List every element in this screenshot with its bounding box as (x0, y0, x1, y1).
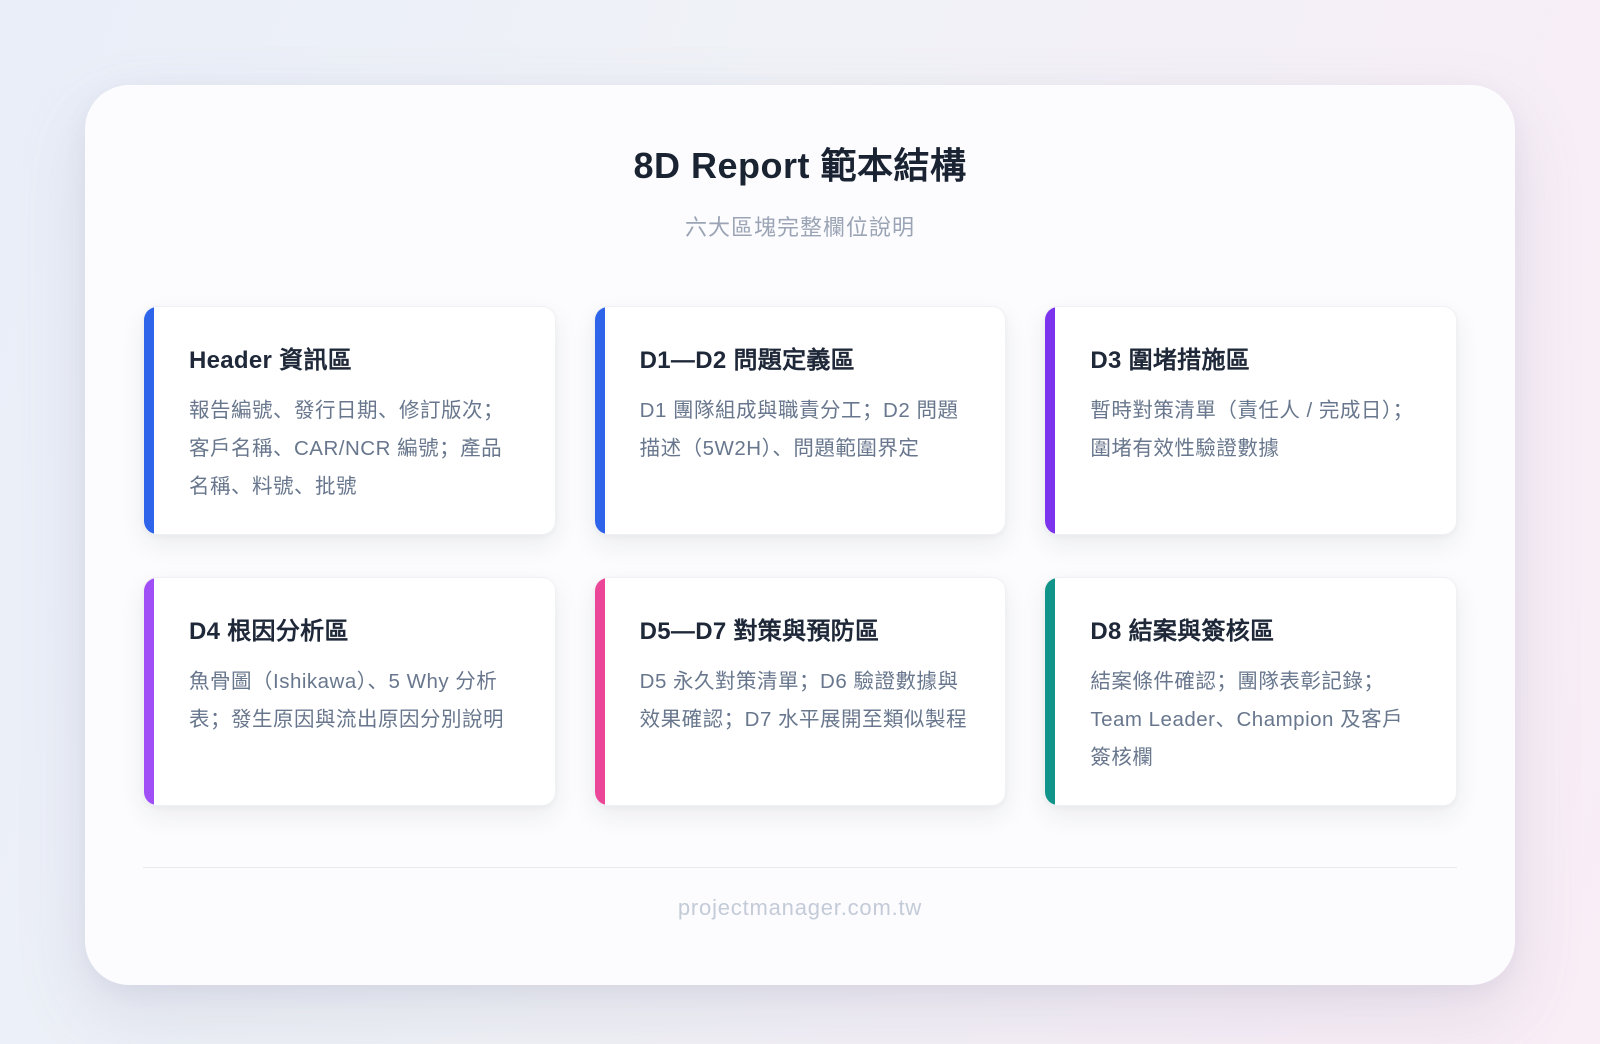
card-d4: D4 根因分析區 魚骨圖（Ishikawa）、5 Why 分析表；發生原因與流出… (143, 577, 556, 806)
card-header-info: Header 資訊區 報告編號、發行日期、修訂版次；客戶名稱、CAR/NCR 編… (143, 306, 556, 535)
card-body: D5 永久對策清單；D6 驗證數據與效果確認；D7 水平展開至類似製程 (639, 670, 968, 731)
card-body: 暫時對策清單（責任人 / 完成日）；圍堵有效性驗證數據 (1090, 399, 1414, 460)
page-subtitle: 六大區塊完整欄位說明 (684, 215, 915, 240)
footer-site-url: projectmanager.com.tw (677, 895, 923, 920)
card-title: D5—D7 對策與預防區 (639, 618, 880, 645)
accent-bar (1045, 578, 1056, 805)
accent-bar (144, 578, 154, 805)
card-d8: D8 結案與簽核區 結案條件確認；團隊表彰記錄；Team Leader、Cham… (1044, 577, 1457, 806)
accent-bar (594, 307, 605, 534)
footer-divider (143, 867, 1457, 868)
card-d1-d2: D1—D2 問題定義區 D1 團隊組成與職責分工；D2 問題描述（5W2H）、問… (593, 306, 1007, 535)
card-body: D1 團隊組成與職責分工；D2 問題描述（5W2H）、問題範圍界定 (639, 399, 959, 460)
accent-bar (594, 578, 605, 805)
card-body: 結案條件確認；團隊表彰記錄；Team Leader、Champion 及客戶簽核… (1090, 670, 1404, 769)
card-body: 魚骨圖（Ishikawa）、5 Why 分析表；發生原因與流出原因分別說明 (189, 670, 504, 731)
cards-grid: Header 資訊區 報告編號、發行日期、修訂版次；客戶名稱、CAR/NCR 編… (143, 306, 1457, 806)
card-title: D8 結案與簽核區 (1090, 618, 1275, 645)
accent-bar (1045, 307, 1056, 534)
card-d5-d7: D5—D7 對策與預防區 D5 永久對策清單；D6 驗證數據與效果確認；D7 水… (593, 577, 1007, 806)
card-title: D1—D2 問題定義區 (639, 347, 855, 374)
card-title: D3 圍堵措施區 (1090, 347, 1251, 374)
card-title: Header 資訊區 (189, 347, 353, 374)
accent-bar (144, 307, 154, 534)
card-d3: D3 圍堵措施區 暫時對策清單（責任人 / 完成日）；圍堵有效性驗證數據 (1044, 306, 1457, 535)
main-panel: 8D Report 範本結構 六大區塊完整欄位說明 Header 資訊區 報告編… (85, 85, 1515, 985)
card-title: D4 根因分析區 (189, 618, 349, 645)
page-title: 8D Report 範本結構 (633, 145, 967, 186)
card-body: 報告編號、發行日期、修訂版次；客戶名稱、CAR/NCR 編號；產品名稱、料號、批… (189, 399, 504, 498)
